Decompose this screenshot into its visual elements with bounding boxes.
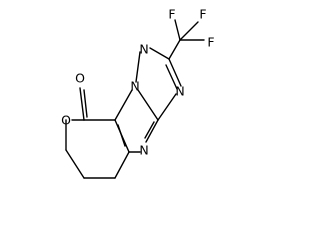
atom-label-n4: N (139, 143, 148, 158)
bond (168, 39, 181, 60)
atom-label-f1: F (168, 7, 175, 22)
bond (117, 124, 126, 147)
bond (137, 89, 159, 121)
bond (149, 47, 170, 60)
bond (165, 64, 178, 90)
bond (179, 21, 199, 41)
atom-label-o-ring: O (61, 113, 71, 128)
atom-label-o-carbonyl: O (75, 71, 85, 86)
atom-label-n3: N (175, 84, 184, 99)
bond (145, 119, 159, 143)
atom-label-f2: F (207, 35, 214, 50)
bond (144, 121, 155, 139)
bond (79, 87, 85, 121)
atom-label-f3: F (199, 7, 206, 22)
atom-label-n1: N (130, 79, 139, 94)
bond (135, 51, 141, 83)
bond (114, 89, 133, 121)
atom-labels: O O N N N N F F F (61, 7, 215, 158)
bond (157, 93, 177, 121)
bond (65, 149, 85, 179)
bond-set (65, 19, 205, 179)
bond (83, 89, 88, 118)
atom-label-n2: N (139, 42, 148, 57)
molecule-structure: O O N N N N F F F (61, 7, 215, 179)
bond (168, 58, 182, 87)
bond (174, 19, 181, 41)
bond (114, 151, 130, 179)
